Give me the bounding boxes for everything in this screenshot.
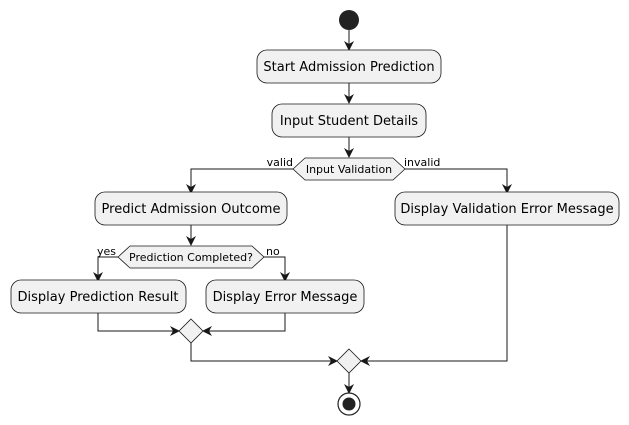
merge-node-final	[336, 348, 362, 374]
start-node	[339, 10, 359, 30]
node-start-admission-prediction-label: Start Admission Prediction	[263, 60, 434, 75]
node-input-student-details-label: Input Student Details	[280, 114, 418, 129]
edge-result-to-merge	[97, 313, 180, 336]
node-display-validation-error-message: Display Validation Error Message	[394, 191, 620, 226]
edge-validation-invalid	[405, 168, 512, 194]
decision-prediction-completed-label: Prediction Completed?	[129, 251, 253, 264]
edge-error-to-merge	[202, 313, 286, 336]
node-display-prediction-result: Display Prediction Result	[10, 279, 187, 314]
decision-prediction-completed: Prediction Completed?	[117, 245, 265, 269]
node-display-validation-error-message-label: Display Validation Error Message	[400, 202, 613, 217]
branch-label-yes: yes	[97, 245, 116, 258]
edge-completed-yes	[93, 256, 119, 282]
node-predict-admission-outcome: Predict Admission Outcome	[94, 191, 288, 226]
decision-input-validation: Input Validation	[292, 157, 406, 181]
edge-validation-valid	[186, 168, 293, 194]
edge-validation-error-to-final-merge	[360, 225, 508, 366]
node-display-prediction-result-label: Display Prediction Result	[18, 290, 179, 305]
edge-inner-merge-to-final-merge	[190, 343, 338, 366]
node-start-admission-prediction: Start Admission Prediction	[256, 49, 442, 84]
branch-label-valid: valid	[267, 156, 293, 169]
node-display-error-message: Display Error Message	[205, 279, 365, 314]
edge-completed-no	[263, 256, 290, 282]
decision-input-validation-label: Input Validation	[306, 163, 392, 176]
node-input-student-details: Input Student Details	[271, 103, 427, 138]
branch-label-no: no	[266, 245, 280, 258]
node-display-error-message-label: Display Error Message	[213, 290, 358, 305]
end-node	[337, 392, 361, 416]
branch-label-invalid: invalid	[404, 156, 440, 169]
merge-node-inner	[178, 318, 204, 344]
node-predict-admission-outcome-label: Predict Admission Outcome	[102, 202, 281, 217]
